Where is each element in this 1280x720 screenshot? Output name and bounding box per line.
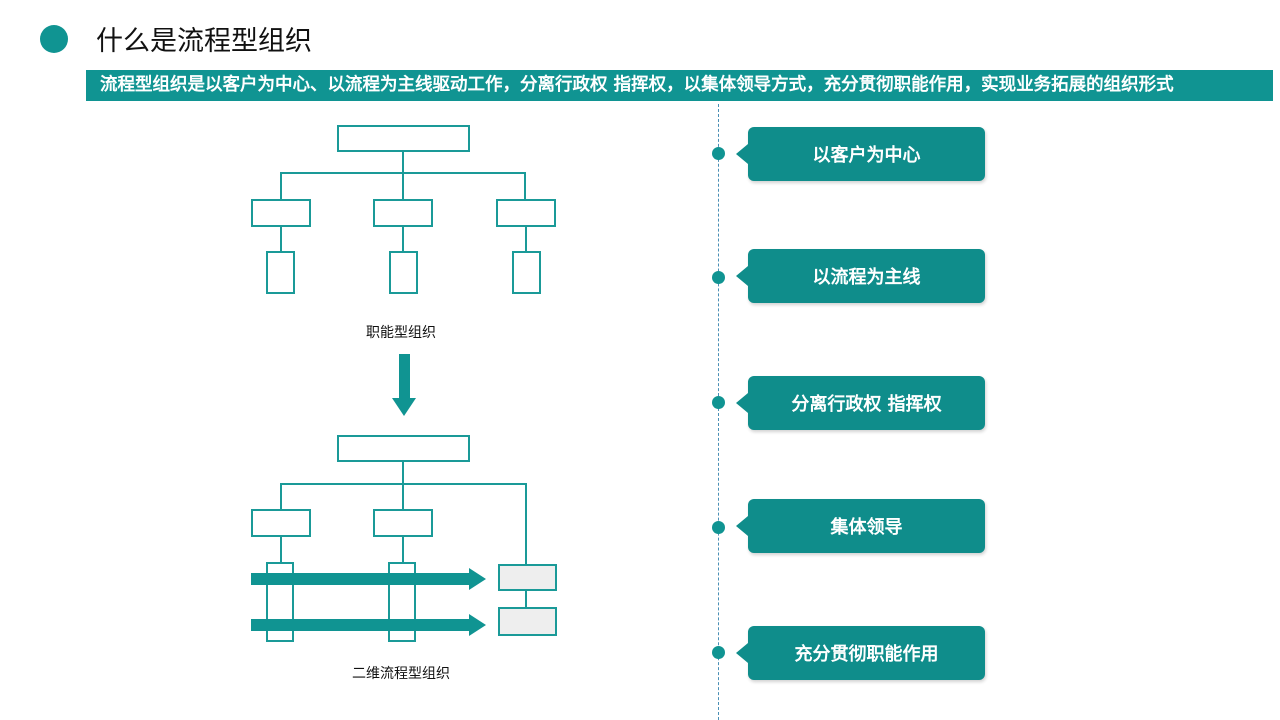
title-bullet xyxy=(40,25,68,53)
functional-org-chart xyxy=(251,125,556,294)
functional-mid-box-3 xyxy=(496,199,556,227)
feature-tag-collective-leadership: 集体领导 xyxy=(736,499,985,553)
definition-banner: 流程型组织是以客户为中心、以流程为主线驱动工作，分离行政权 指挥权，以集体领导方… xyxy=(86,70,1273,101)
process-mid-box-1 xyxy=(251,509,311,537)
process-mid-box-2 xyxy=(373,509,433,537)
process-grey-box-2 xyxy=(498,607,557,636)
functional-mid-box-1 xyxy=(251,199,311,227)
functional-leaf-box-2 xyxy=(389,251,418,294)
timeline-divider xyxy=(718,104,719,720)
functional-org-caption: 职能型组织 xyxy=(366,325,436,341)
timeline-node xyxy=(712,147,725,160)
down-arrow-icon xyxy=(392,354,416,416)
org-structure-diagram xyxy=(251,125,557,642)
timeline-node xyxy=(712,521,725,534)
process-grey-box-1 xyxy=(498,564,557,591)
process-org-chart xyxy=(251,435,557,642)
functional-mid-box-2 xyxy=(373,199,433,227)
functional-leaf-box-3 xyxy=(512,251,541,294)
timeline-node xyxy=(712,396,725,409)
feature-tag-separated-authority: 分离行政权 指挥权 xyxy=(736,376,985,430)
feature-tag-customer-centric: 以客户为中心 xyxy=(736,127,985,181)
process-org-caption: 二维流程型组织 xyxy=(352,666,450,682)
feature-tag-process-driven: 以流程为主线 xyxy=(736,249,985,303)
flow-arrow-icon xyxy=(251,568,486,590)
timeline-node xyxy=(712,646,725,659)
functional-top-box xyxy=(337,125,470,152)
functional-leaf-box-1 xyxy=(266,251,295,294)
process-top-box xyxy=(337,435,470,462)
flow-arrow-icon xyxy=(251,614,486,636)
page-title: 什么是流程型组织 xyxy=(96,26,312,57)
process-flow-arrows xyxy=(251,568,486,636)
timeline-node xyxy=(712,271,725,284)
feature-tag-functional-role: 充分贯彻职能作用 xyxy=(736,626,985,680)
